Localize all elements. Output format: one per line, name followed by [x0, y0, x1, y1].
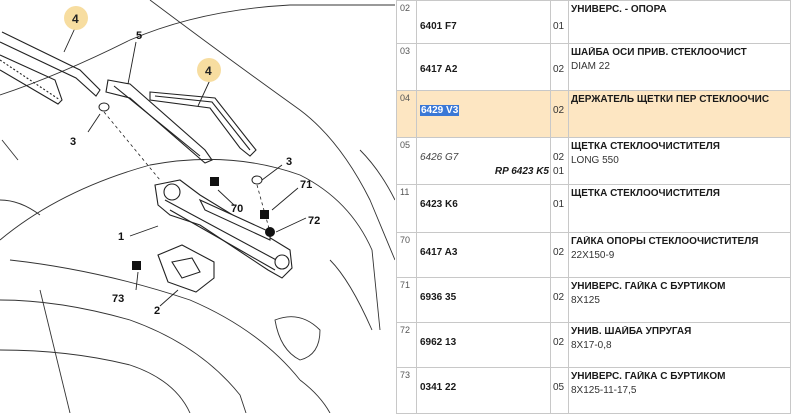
part-title: ЩЕТКА СТЕКЛООЧИСТИТЕЛЯ [571, 141, 720, 152]
row-index: 02 [396, 0, 417, 44]
callout-4-highlight [197, 58, 221, 82]
callout-5[interactable]: 5 [136, 30, 142, 42]
qty-cell: 02 [550, 277, 569, 323]
part-title: УНИВЕРС. - ОПОРА [571, 4, 667, 15]
callout-71[interactable]: 71 [300, 179, 312, 191]
qty-cell: 02 [550, 43, 569, 91]
part-qty: 02 [553, 64, 565, 75]
desc-cell: ШАЙБА ОСИ ПРИВ. СТЕКЛООЧИСТ DIAM 22 [568, 43, 791, 91]
part-number-selected-text[interactable]: 6429 V3 [420, 105, 460, 116]
part-ref-cell: 6423 K6 [416, 184, 551, 233]
part-number[interactable]: 0341 22 [420, 382, 457, 393]
part-qty: 02 [553, 105, 565, 116]
table-row[interactable]: 71 6936 35 02 УНИВЕРС. ГАЙКА С БУРТИКОМ 8… [396, 277, 791, 323]
row-index: 03 [396, 43, 417, 91]
part-number[interactable]: 6417 A3 [420, 247, 458, 258]
callout-2[interactable]: 2 [154, 305, 160, 317]
callout-3-right[interactable]: 3 [286, 156, 292, 168]
qty-cell: 02 01 [550, 137, 569, 185]
exploded-parts-diagram: 4 4 5 3 3 1 2 70 71 72 73 [0, 0, 395, 413]
row-index: 05 [396, 137, 417, 185]
callout-4-right[interactable]: 4 [205, 64, 212, 78]
part-number[interactable]: 6417 A2 [420, 64, 458, 75]
table-row[interactable]: 05 6426 G7 RP 6423 K5 02 01 ЩЕТКА СТЕКЛО… [396, 137, 791, 185]
replacement-qty: 01 [553, 166, 565, 177]
row-index: 72 [396, 322, 417, 368]
table-row[interactable]: 70 6417 A3 02 ГАЙКА ОПОРЫ СТЕКЛООЧИСТИТЕ… [396, 232, 791, 278]
part-ref-cell: 6962 13 [416, 322, 551, 368]
part-spec: DIAM 22 [571, 61, 610, 72]
part-spec: 8X125 [571, 295, 600, 306]
part-title: УНИВЕРС. ГАЙКА С БУРТИКОМ [571, 371, 726, 382]
qty-cell: 02 [550, 90, 569, 138]
desc-cell: ЩЕТКА СТЕКЛООЧИСТИТЕЛЯ [568, 184, 791, 233]
part-ref-cell: 6936 35 [416, 277, 551, 323]
desc-cell: УНИВ. ШАЙБА УПРУГАЯ 8X17-0,8 [568, 322, 791, 368]
callout-4-left[interactable]: 4 [72, 12, 79, 26]
desc-cell: ЩЕТКА СТЕКЛООЧИСТИТЕЛЯ LONG 550 [568, 137, 791, 185]
part-title: ДЕРЖАТЕЛЬ ЩЕТКИ ПЕР СТЕКЛООЧИС [571, 94, 770, 105]
callout-4-highlight [64, 6, 88, 30]
desc-cell: УНИВЕРС. ГАЙКА С БУРТИКОМ 8X125 [568, 277, 791, 323]
part-number-alt[interactable]: 6426 G7 [420, 152, 459, 163]
part-spec: 8X17-0,8 [571, 340, 612, 351]
part-qty: 02 [553, 247, 565, 258]
part-ref-cell: 6401 F7 [416, 0, 551, 44]
callout-73[interactable]: 73 [112, 293, 124, 305]
row-index: 73 [396, 367, 417, 414]
part-spec: LONG 550 [571, 155, 619, 166]
part-ref-cell: 0341 22 [416, 367, 551, 414]
row-index: 11 [396, 184, 417, 233]
part-qty: 02 [553, 337, 565, 348]
row-index: 71 [396, 277, 417, 323]
part-title: УНИВ. ШАЙБА УПРУГАЯ [571, 326, 692, 337]
part-spec: 8X125-11-17,5 [571, 385, 637, 396]
part-number[interactable]: 6936 35 [420, 292, 457, 303]
callout-70[interactable]: 70 [231, 203, 243, 215]
table-row[interactable]: 03 6417 A2 02 ШАЙБА ОСИ ПРИВ. СТЕКЛООЧИС… [396, 43, 791, 91]
row-index: 04 [396, 90, 417, 138]
part-qty: 02 [553, 152, 565, 163]
qty-cell: 01 [550, 0, 569, 44]
wiper-assembly-drawing: 4 4 5 3 3 1 2 70 71 72 73 [0, 0, 395, 413]
table-row[interactable]: 72 6962 13 02 УНИВ. ШАЙБА УПРУГАЯ 8X17-0,… [396, 322, 791, 368]
qty-cell: 02 [550, 232, 569, 278]
qty-cell: 05 [550, 367, 569, 414]
part-qty: 05 [553, 382, 565, 393]
desc-cell: УНИВЕРС. - ОПОРА [568, 0, 791, 44]
part-number[interactable]: 6423 K6 [420, 199, 458, 210]
table-row[interactable]: 02 6401 F7 01 УНИВЕРС. - ОПОРА [396, 0, 791, 44]
part-qty: 01 [553, 21, 565, 32]
desc-cell: ДЕРЖАТЕЛЬ ЩЕТКИ ПЕР СТЕКЛООЧИС [568, 90, 791, 138]
part-qty: 01 [553, 199, 565, 210]
part-title: УНИВЕРС. ГАЙКА С БУРТИКОМ [571, 281, 726, 292]
part-number[interactable]: 6401 F7 [420, 21, 457, 32]
callout-3-left[interactable]: 3 [70, 136, 76, 148]
desc-cell: ГАЙКА ОПОРЫ СТЕКЛООЧИСТИТЕЛЯ 22X150-9 [568, 232, 791, 278]
part-qty: 02 [553, 292, 565, 303]
parts-list-table: 02 6401 F7 01 УНИВЕРС. - ОПОРА 03 6417 A… [396, 0, 791, 414]
part-ref-cell: 6426 G7 RP 6423 K5 [416, 137, 551, 185]
qty-cell: 01 [550, 184, 569, 233]
part-spec: 22X150-9 [571, 250, 615, 261]
part-title: ШАЙБА ОСИ ПРИВ. СТЕКЛООЧИСТ [571, 47, 747, 58]
callout-72[interactable]: 72 [308, 215, 320, 227]
part-number[interactable]: 6962 13 [420, 337, 457, 348]
table-row-selected[interactable]: 04 6429 V3 02 ДЕРЖАТЕЛЬ ЩЕТКИ ПЕР СТЕКЛО… [396, 90, 791, 138]
table-row[interactable]: 73 0341 22 05 УНИВЕРС. ГАЙКА С БУРТИКОМ 8… [396, 367, 791, 414]
part-ref-cell: 6429 V3 [416, 90, 551, 138]
part-ref-cell: 6417 A2 [416, 43, 551, 91]
part-title: ГАЙКА ОПОРЫ СТЕКЛООЧИСТИТЕЛЯ [571, 236, 759, 247]
callout-1[interactable]: 1 [118, 231, 124, 243]
row-index: 70 [396, 232, 417, 278]
replacement-part-number[interactable]: RP 6423 K5 [494, 166, 549, 177]
part-ref-cell: 6417 A3 [416, 232, 551, 278]
part-title: ЩЕТКА СТЕКЛООЧИСТИТЕЛЯ [571, 188, 720, 199]
qty-cell: 02 [550, 322, 569, 368]
desc-cell: УНИВЕРС. ГАЙКА С БУРТИКОМ 8X125-11-17,5 [568, 367, 791, 414]
table-row[interactable]: 11 6423 K6 01 ЩЕТКА СТЕКЛООЧИСТИТЕЛЯ [396, 184, 791, 233]
